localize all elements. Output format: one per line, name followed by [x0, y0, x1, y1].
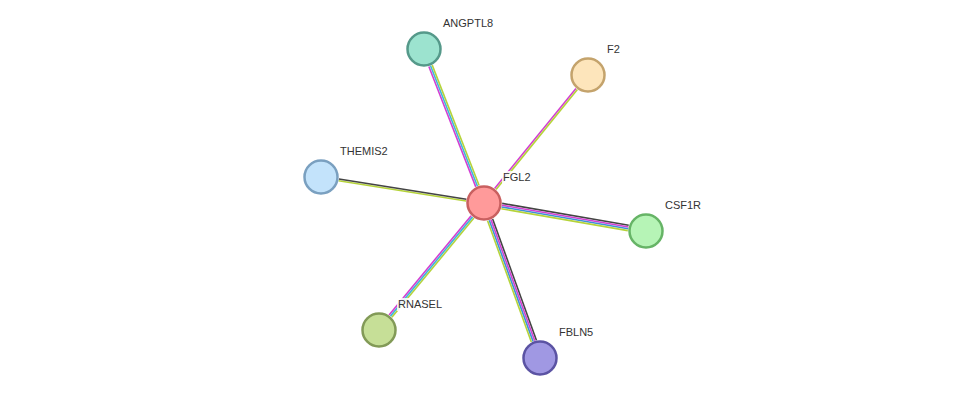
node-label: RNASEL — [397, 298, 443, 311]
protein-node: FGL2 — [466, 185, 502, 221]
interaction-edge — [495, 88, 578, 189]
evidence-stripe — [339, 181, 466, 201]
evidence-stripe — [432, 65, 479, 185]
evidence-stripe — [429, 66, 476, 186]
node-label: CSF1R — [664, 199, 702, 212]
node-label: THEMIS2 — [339, 145, 389, 158]
protein-node: ANGPTL8 — [406, 31, 442, 67]
protein-node: F2 — [570, 57, 606, 93]
evidence-stripe — [495, 88, 576, 188]
node-circle — [522, 340, 558, 376]
evidence-stripe — [502, 207, 629, 229]
evidence-stripe — [392, 218, 474, 317]
node-label: FGL2 — [502, 171, 532, 184]
interaction-edge — [429, 65, 479, 187]
protein-node: CSF1R — [628, 213, 664, 249]
evidence-stripe — [496, 90, 577, 190]
evidence-stripe — [501, 209, 628, 231]
node-circle — [570, 57, 606, 93]
evidence-stripe — [488, 221, 532, 342]
node-circle — [466, 185, 502, 221]
interaction-edge — [389, 216, 474, 318]
interaction-edge — [501, 203, 628, 230]
evidence-stripe — [339, 179, 466, 199]
node-label: ANGPTL8 — [442, 17, 494, 30]
evidence-stripe — [489, 220, 533, 341]
interaction-edge — [339, 179, 467, 201]
evidence-stripe — [493, 219, 537, 340]
protein-node: FBLN5 — [522, 340, 558, 376]
evidence-stripe — [390, 217, 472, 316]
evidence-stripe — [502, 205, 629, 227]
evidence-stripe — [431, 66, 478, 186]
interaction-edge — [488, 219, 537, 342]
evidence-stripe — [389, 216, 471, 315]
evidence-stripe — [491, 220, 535, 341]
node-label: FBLN5 — [558, 326, 594, 339]
node-circle — [361, 312, 397, 348]
protein-node: RNASEL — [361, 312, 397, 348]
node-circle — [303, 159, 339, 195]
node-circle — [406, 31, 442, 67]
evidence-stripe — [502, 203, 629, 225]
node-label: F2 — [606, 43, 621, 56]
protein-node: THEMIS2 — [303, 159, 339, 195]
node-circle — [628, 213, 664, 249]
